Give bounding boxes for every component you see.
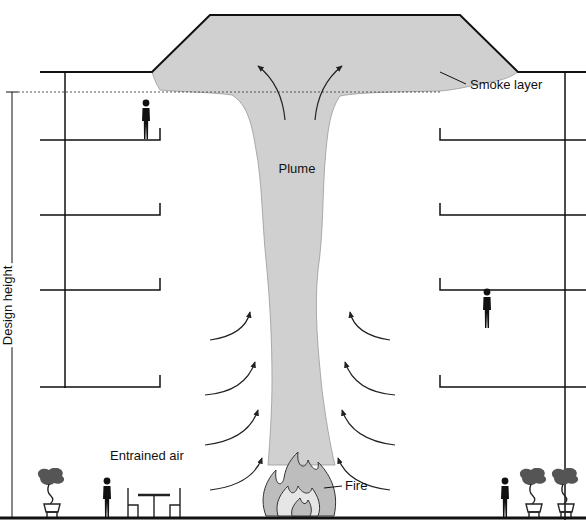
design-height-label: Design height bbox=[2, 263, 17, 347]
smoking-plant bbox=[38, 468, 64, 518]
person bbox=[103, 478, 111, 517]
smoking-plant bbox=[520, 468, 546, 518]
right-column bbox=[564, 72, 566, 520]
plume-arrows bbox=[258, 66, 342, 120]
fire-leader bbox=[324, 486, 342, 488]
left-column bbox=[64, 72, 66, 388]
ground-line bbox=[0, 517, 586, 520]
design-height-dimension bbox=[6, 92, 440, 517]
fire-flames bbox=[263, 452, 336, 516]
person bbox=[501, 478, 509, 517]
floor-slabs bbox=[40, 128, 586, 387]
smoke-layer-leader bbox=[440, 72, 466, 84]
smoke-plume bbox=[152, 15, 518, 465]
entrained-air-arrows bbox=[205, 312, 395, 490]
region-label: Plume bbox=[273, 161, 322, 176]
person bbox=[142, 100, 150, 139]
smoking-plant bbox=[552, 468, 578, 518]
plume-region: Plume bbox=[273, 155, 322, 182]
table-chairs bbox=[128, 488, 180, 517]
smoke-layer-label: Smoke layer bbox=[470, 78, 542, 93]
person bbox=[483, 289, 491, 328]
entrained-air-label: Entrained air bbox=[110, 449, 184, 464]
fire-label: Fire bbox=[345, 479, 367, 494]
roof-line bbox=[40, 15, 586, 72]
